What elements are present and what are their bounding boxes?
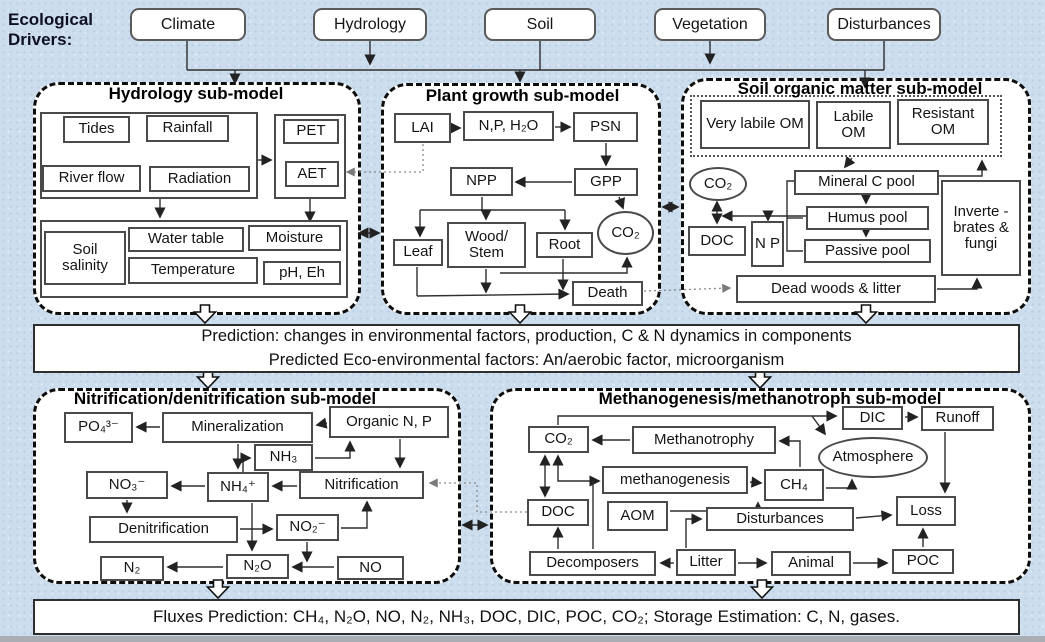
driver-hydrology: Hydrology — [313, 8, 427, 41]
box-temperature: Temperature — [128, 257, 258, 284]
driver-soil: Soil — [484, 8, 596, 41]
box-dic: DIC — [842, 406, 903, 430]
box-rainfall: Rainfall — [146, 115, 229, 142]
box-litter: Litter — [676, 549, 736, 576]
box-nh3: NH₃ — [254, 444, 313, 471]
box-doc-som: DOC — [688, 226, 746, 256]
box-gpp: GPP — [574, 168, 638, 196]
box-nh4: NH₄⁺ — [207, 472, 269, 502]
box-doc-methano: DOC — [527, 499, 589, 526]
box-mineralization: Mineralization — [162, 412, 313, 443]
ellipse-atmosphere: Atmosphere — [818, 437, 928, 478]
box-river-flow: River flow — [42, 165, 141, 192]
flux-prediction-text: Fluxes Prediction: CH₄, N₂O, NO, N₂, NH₃… — [153, 607, 900, 626]
ecological-drivers-label: Ecological Drivers: — [8, 10, 94, 50]
box-root: Root — [536, 232, 593, 258]
box-labile-om: Labile OM — [816, 101, 891, 149]
prediction-line1: Prediction: changes in environmental fac… — [201, 326, 852, 345]
driver-disturbances: Disturbances — [827, 8, 941, 41]
box-n2o: N₂O — [226, 554, 289, 579]
box-very-labile-om: Very labile OM — [700, 100, 810, 149]
box-animal: Animal — [771, 551, 851, 576]
box-decomposers: Decomposers — [529, 551, 656, 576]
ellipse-co2-som: CO₂ — [689, 167, 747, 201]
box-nitrification: Nitrification — [299, 471, 424, 499]
box-methanotrophy: Methanotrophy — [632, 426, 776, 454]
box-moisture: Moisture — [248, 225, 341, 251]
box-no: NO — [337, 556, 404, 580]
box-radiation: Radiation — [149, 166, 250, 192]
box-co2-methano: CO₂ — [528, 426, 589, 453]
box-death: Death — [572, 281, 643, 306]
box-water-table: Water table — [128, 227, 244, 252]
box-organic-n-p: Organic N, P — [329, 406, 449, 438]
box-humus-pool: Humus pool — [806, 206, 929, 230]
box-tides: Tides — [63, 116, 130, 143]
box-n-p-h2o: N,P, H₂O — [463, 111, 554, 141]
box-psn: PSN — [573, 112, 638, 142]
som-title: Soil organic matter sub-model — [737, 79, 983, 98]
box-invertebrates-fungi: Inverte -brates & fungi — [941, 180, 1021, 276]
box-mineral-c-pool: Mineral C pool — [794, 170, 939, 195]
box-methanogenesis: methanogenesis — [602, 466, 748, 494]
prediction-bar: Prediction: changes in environmental fac… — [33, 324, 1020, 373]
prediction-line2: Predicted Eco-environmental factors: An/… — [268, 350, 785, 369]
box-poc: POC — [892, 549, 954, 574]
nitrification-title: Nitrification/denitrification sub-model — [73, 389, 377, 408]
methano-title: Methanogenesis/methanotroph sub-model — [598, 389, 942, 408]
box-resistant-om: Resistant OM — [897, 99, 989, 145]
box-no3: NO₃⁻ — [86, 471, 168, 499]
box-aet: AET — [285, 161, 339, 187]
box-aom: AOM — [607, 501, 668, 531]
driver-climate: Climate — [130, 8, 246, 41]
box-runoff: Runoff — [921, 406, 994, 431]
box-pet: PET — [283, 119, 339, 144]
box-passive-pool: Passive pool — [804, 239, 931, 263]
box-n-p: N P — [751, 221, 784, 267]
box-npp: NPP — [450, 167, 513, 196]
box-soil-salinity: Soil salinity — [44, 231, 126, 285]
ellipse-co2-plant: CO₂ — [597, 211, 654, 255]
box-no2: NO₂⁻ — [276, 514, 339, 541]
box-dead-woods-litter: Dead woods & litter — [736, 275, 936, 303]
flux-prediction-bar: Fluxes Prediction: CH₄, N₂O, NO, N₂, NH₃… — [33, 599, 1020, 635]
box-po4: PO₄³⁻ — [64, 412, 133, 443]
box-ch4: CH₄ — [764, 469, 824, 501]
plant-growth-title: Plant growth sub-model — [425, 86, 620, 105]
box-denitrification: Denitrification — [89, 516, 238, 543]
bottom-gray-strip — [0, 636, 1045, 642]
box-disturbances-methano: Disturbances — [706, 507, 854, 531]
box-loss: Loss — [896, 496, 956, 526]
box-n2: N₂ — [100, 556, 164, 581]
box-lai: LAI — [394, 113, 451, 143]
box-wood-stem: Wood/ Stem — [447, 222, 526, 268]
box-leaf: Leaf — [393, 239, 443, 266]
driver-vegetation: Vegetation — [654, 8, 766, 41]
hydrology-title: Hydrology sub-model — [108, 84, 284, 103]
box-ph-eh: pH, Eh — [263, 261, 341, 285]
